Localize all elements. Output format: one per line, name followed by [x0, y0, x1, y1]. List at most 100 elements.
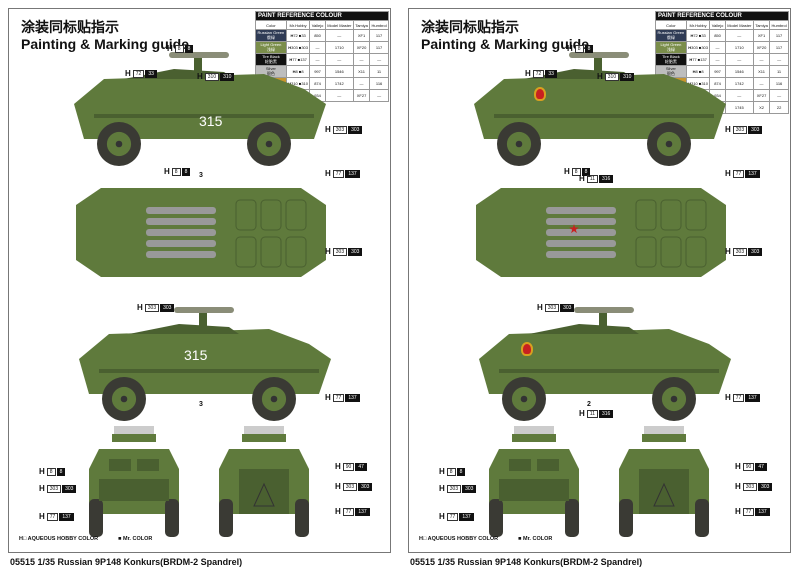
table-title: PAINT REFERENCE COLOUR	[255, 11, 389, 21]
top-view	[476, 188, 726, 277]
footer-title-right: 05515 1/35 Russian 9P148 Konkurs(BRDM-2 …	[410, 557, 643, 567]
table-header: Mr.Hobby	[685, 20, 711, 30]
missile	[146, 218, 216, 225]
table-header: Color	[655, 20, 687, 30]
side-view	[479, 307, 731, 421]
top-view	[76, 188, 326, 277]
guards-emblem	[521, 342, 533, 356]
table-title: PAINT REFERENCE COLOUR	[655, 11, 789, 21]
title-chinese: 涂装同标贴指示	[21, 20, 119, 36]
title-english: Painting & Marking guide	[21, 36, 190, 52]
front-view	[89, 426, 179, 537]
side-view	[79, 307, 331, 421]
part-number: 2	[587, 401, 591, 408]
wheel	[652, 377, 696, 421]
color-legend: H□ AQUEOUS HOBBY COLOR■ Mr. COLOR	[19, 536, 153, 542]
legend-mr-color: Mr. COLOR	[523, 536, 553, 542]
legend-aqueous: AQUEOUS HOBBY COLOR	[427, 536, 499, 542]
table-header: Humbrol	[369, 20, 389, 30]
wheel	[647, 122, 691, 166]
title-chinese: 涂装同标贴指示	[421, 20, 519, 36]
side-view	[474, 52, 726, 166]
title-english: Painting & Marking guide	[421, 36, 590, 52]
part-number: 1	[587, 172, 591, 179]
hull-number: 315	[184, 347, 208, 363]
missile	[546, 218, 616, 225]
guards-emblem	[534, 87, 546, 101]
missile	[146, 207, 216, 214]
table-header: Model Master	[724, 20, 754, 30]
part-number: 3	[199, 401, 203, 408]
table-header: Vallejo	[309, 20, 326, 30]
table-header: Humbrol	[769, 20, 789, 30]
wheel	[497, 122, 541, 166]
front-view	[489, 426, 579, 537]
legend-aqueous: AQUEOUS HOBBY COLOR	[27, 536, 99, 542]
legend-mr-color: Mr. COLOR	[123, 536, 153, 542]
page-left: 涂装同标贴指示 Painting & Marking guide PAINT R…	[8, 8, 391, 553]
color-legend: H□ AQUEOUS HOBBY COLOR■ Mr. COLOR	[419, 536, 553, 542]
missile	[546, 229, 616, 236]
missile	[546, 207, 616, 214]
wheel	[247, 122, 291, 166]
missile	[546, 251, 616, 258]
table-header: Color	[255, 20, 287, 30]
missile	[146, 229, 216, 236]
table-header: Mr.Hobby	[285, 20, 311, 30]
wheel	[97, 122, 141, 166]
footer-title-left: 05515 1/35 Russian 9P148 Konkurs(BRDM-2 …	[10, 557, 243, 567]
table-header: Tamiya	[752, 20, 771, 30]
table-header: Vallejo	[709, 20, 726, 30]
table-header: Model Master	[324, 20, 354, 30]
red-star-marking	[569, 224, 579, 234]
missile	[546, 240, 616, 247]
missile	[146, 251, 216, 258]
wheel	[102, 377, 146, 421]
rear-view	[619, 426, 709, 537]
page-right: 涂装同标贴指示 Painting & Marking guide PAINT R…	[408, 8, 791, 553]
wheel	[502, 377, 546, 421]
part-number: 3	[199, 172, 203, 179]
hull-number: 315	[199, 113, 223, 129]
missile	[146, 240, 216, 247]
table-header: Tamiya	[352, 20, 371, 30]
